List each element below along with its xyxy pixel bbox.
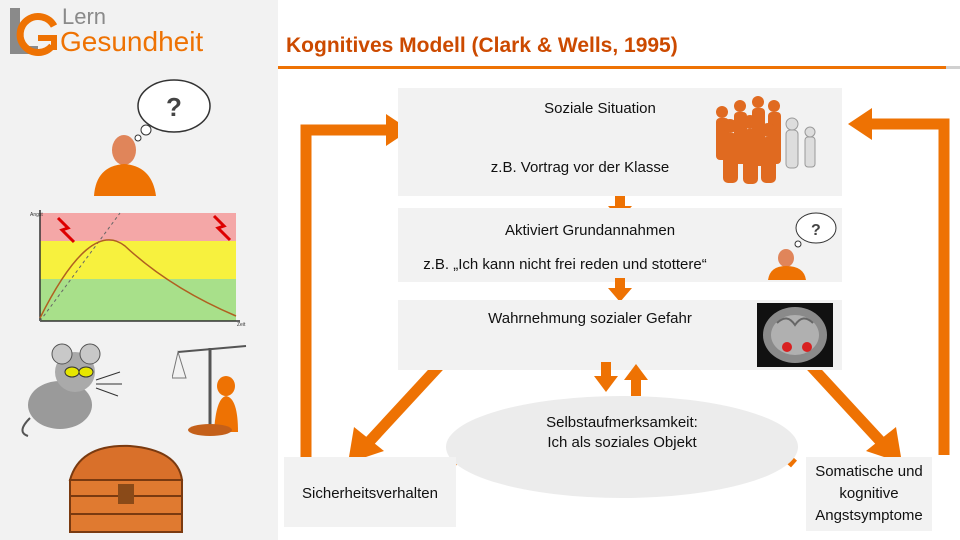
arrow-to-symptoms [805,361,902,463]
title-underline-end [946,66,960,69]
title-underline [278,66,946,69]
question-bubble-icon: ? [768,212,837,280]
safety-line1: Sicherheitsverhalten [302,485,438,502]
box-core-beliefs: Aktiviert Grundannahmen z.B. „Ich kann n… [398,208,842,282]
situation-line2: z.B. Vortrag vor der Klasse [490,159,670,176]
beliefs-line2: z.B. „Ich kann nicht frei reden und stot… [423,256,707,273]
box-safety-behaviour: Sicherheitsverhalten [284,457,456,527]
beliefs-line1: Aktiviert Grundannahmen [504,222,676,239]
symptoms-line2: kognitive [839,485,899,502]
arrow-to-safety [348,361,445,463]
box-anxiety-symptoms: Somatische und kognitive Angstsymptome [806,457,932,531]
logo-text-bottom: Gesundheit [60,26,204,57]
situation-line1: Soziale Situation [544,100,656,117]
svg-text:?: ? [166,92,182,122]
ellipse-self-focus [446,396,798,498]
mouse-icon [21,343,122,437]
selffocus-line1: Selbstaufmerksamkeit: [546,414,698,431]
treasure-chest-icon [68,444,184,533]
logo-icon [10,8,58,56]
svg-text:?: ? [811,222,821,239]
danger-line1: Wahrnehmung sozialer Gefahr [488,310,692,327]
logo-text-top: Lern [62,4,107,29]
brain-scan-icon [757,303,833,367]
page-title: Kognitives Modell (Clark & Wells, 1995) [286,34,678,57]
symptoms-line3: Angstsymptome [815,507,923,524]
anxiety-graph-icon: Angst Zeit [30,210,246,328]
crowd-icon [716,96,816,184]
selffocus-line2: Ich als soziales Objekt [547,434,697,451]
arrow-down-2 [608,278,632,302]
person-thinking-icon: ? [94,79,211,196]
scale-person-icon [172,345,247,436]
graph-ylabel: Angst [30,212,43,218]
graph-xlabel: Zeit [237,322,246,328]
arrows-up-down [594,362,648,396]
symptoms-line1: Somatische und [815,463,923,480]
